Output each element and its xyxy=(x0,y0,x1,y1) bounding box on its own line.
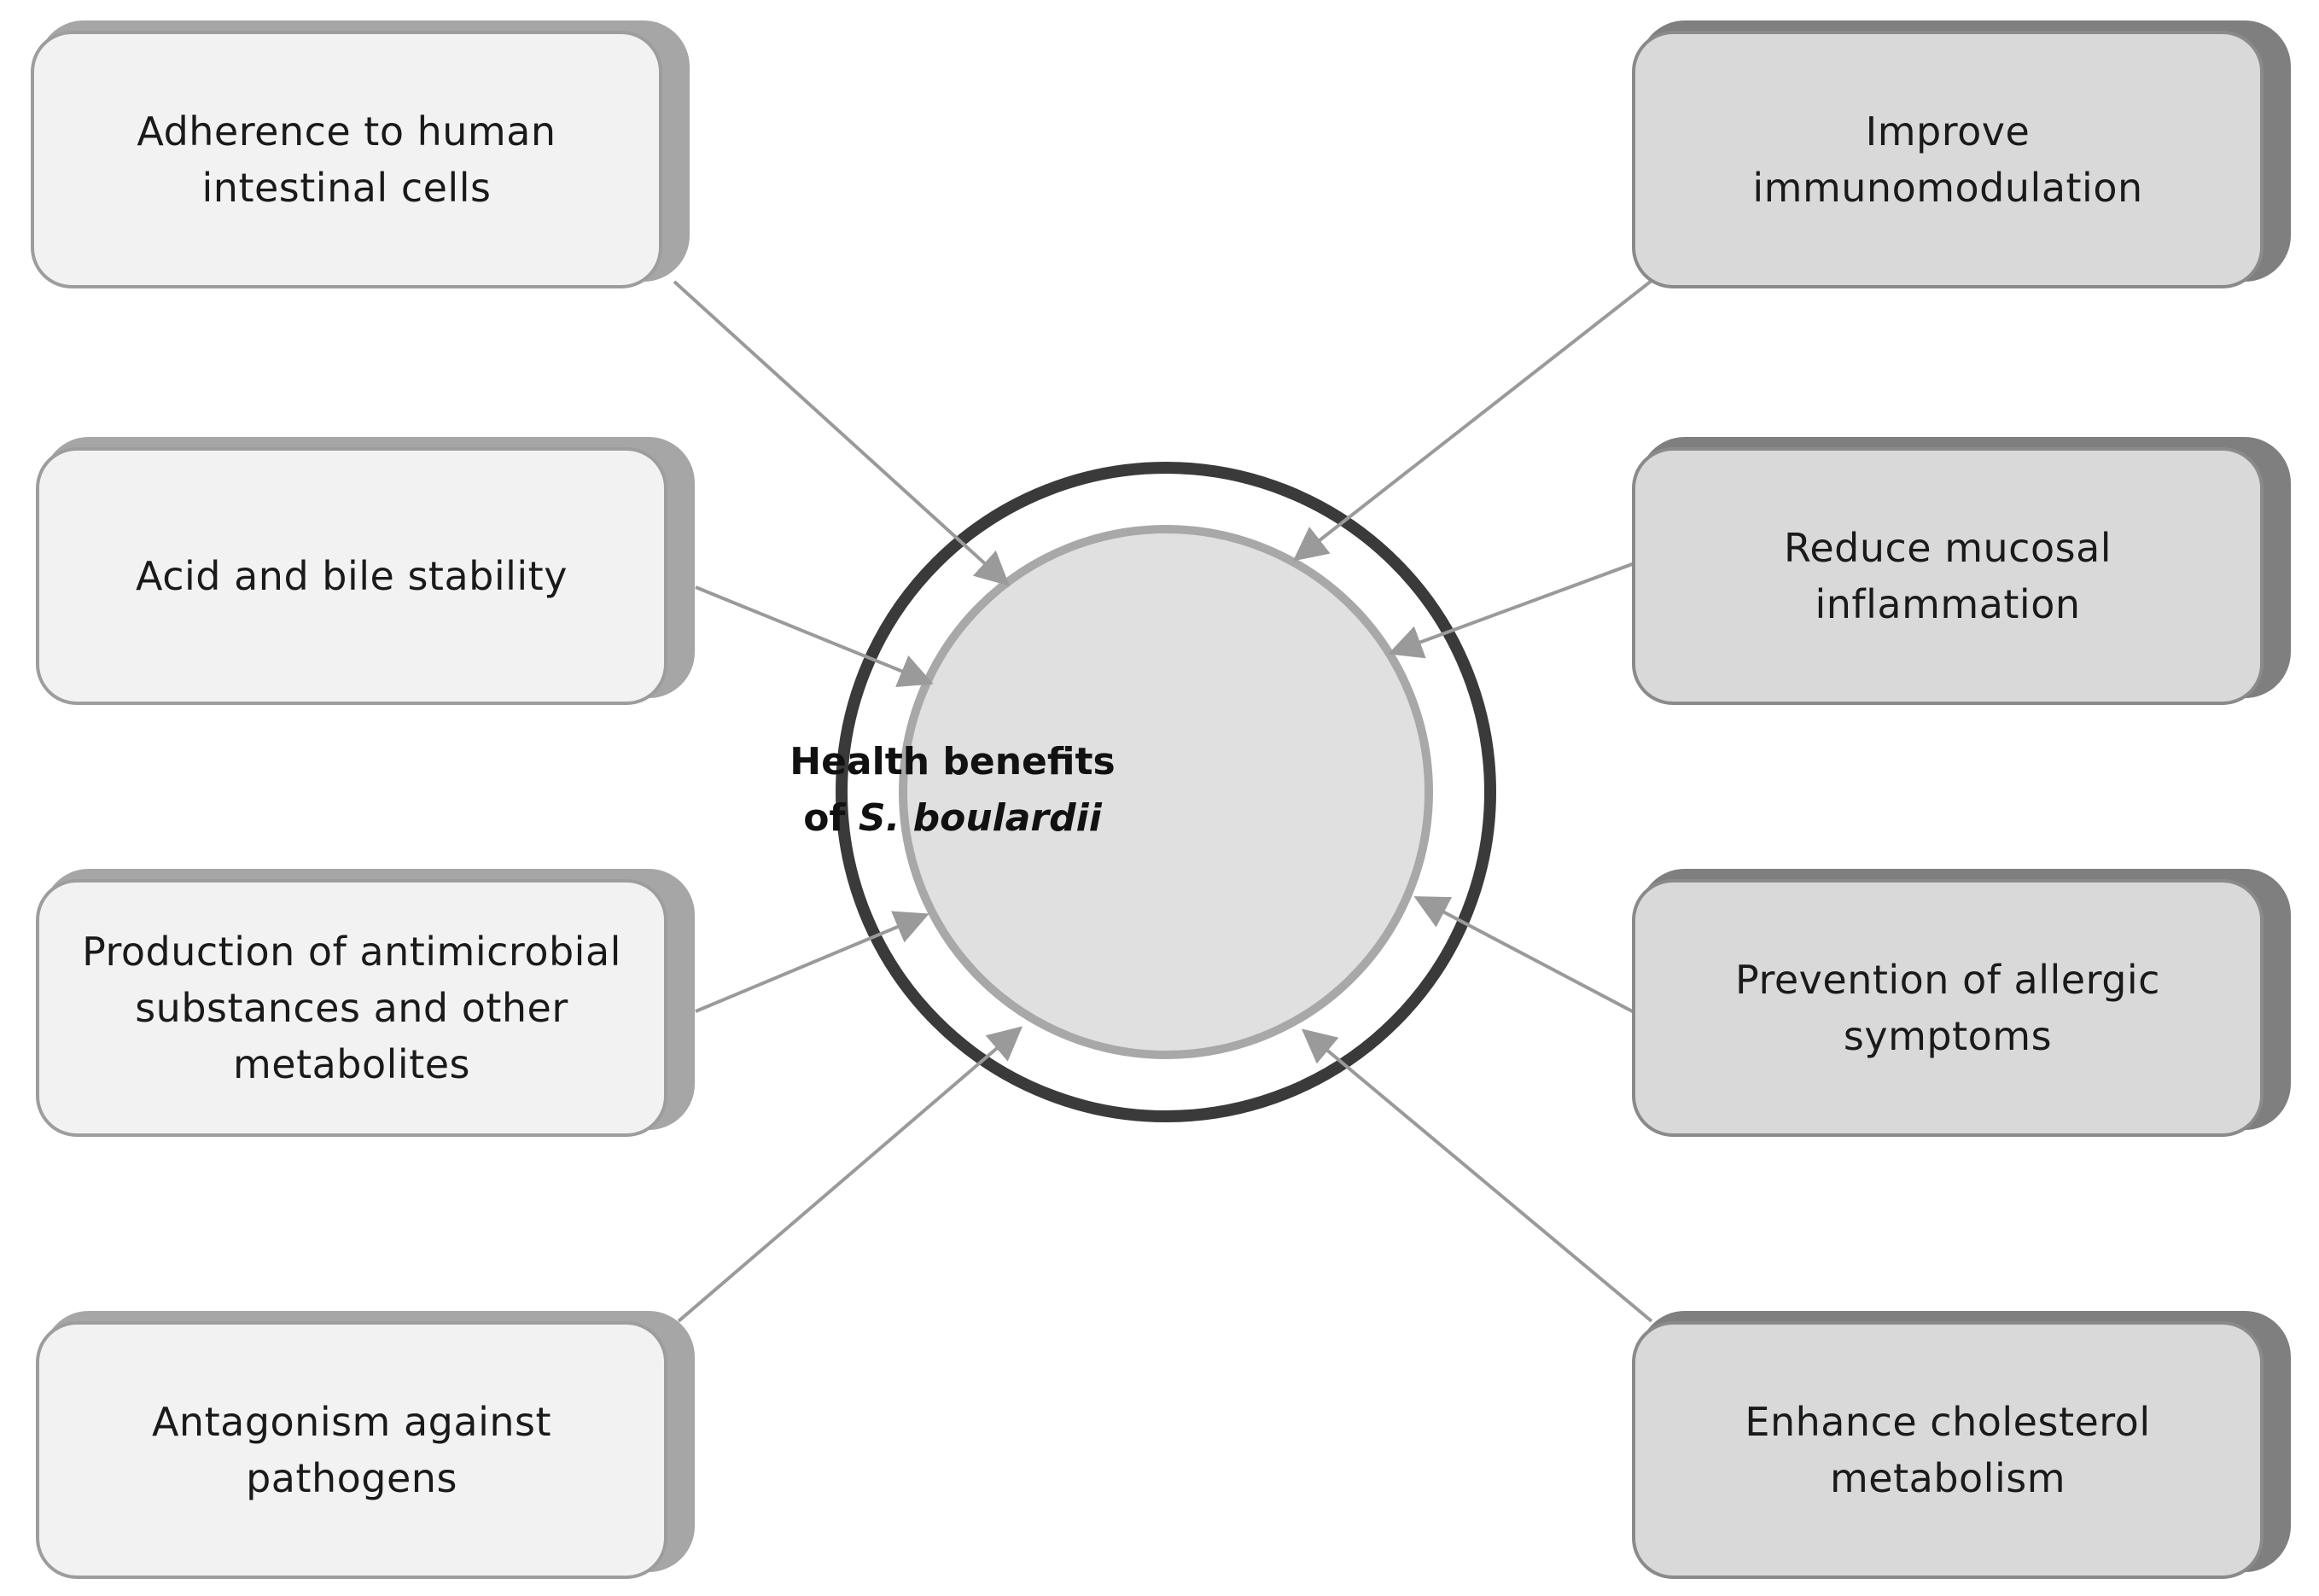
arrow-antimicrobial xyxy=(695,911,929,1013)
center-title-line2: of S. boulardii xyxy=(739,790,1166,847)
arrow-allergic xyxy=(1413,896,1641,1017)
right-box-cholesterol: Enhance cholesterol metabolism xyxy=(1632,1311,2291,1579)
left-box-acid-bile: Acid and bile stability xyxy=(36,437,695,705)
right-box-immunomodulation: Improve immunomodulation xyxy=(1632,20,2291,288)
left-box-antagonism: Antagonism against pathogens xyxy=(36,1311,695,1579)
box-label: Enhance cholesterol metabolism xyxy=(1745,1399,2151,1501)
inner-circle xyxy=(899,525,1433,1059)
center-title: Health benefits of S. boulardii xyxy=(739,734,1166,847)
center-title-prefix: of xyxy=(803,796,859,840)
arrow-cholesterol xyxy=(1301,1028,1653,1323)
box-label: Production of antimicrobial substances a… xyxy=(82,929,621,1087)
right-box-mucosal: Reduce mucosal inflammation xyxy=(1632,437,2291,705)
arrow-immunomodulation xyxy=(1292,276,1658,562)
left-box-antimicrobial: Production of antimicrobial substances a… xyxy=(36,869,695,1137)
left-box-adherence: Adherence to human intestinal cells xyxy=(31,20,690,288)
arrow-adherence xyxy=(673,280,1010,586)
box-label: Prevention of allergic symptoms xyxy=(1735,957,2160,1059)
arrow-antagonism xyxy=(677,1026,1023,1323)
box-label: Improve immunomodulation xyxy=(1752,108,2143,211)
box-label: Acid and bile stability xyxy=(136,553,568,599)
center-title-line1: Health benefits xyxy=(790,740,1116,783)
box-label: Reduce mucosal inflammation xyxy=(1783,525,2112,627)
box-label: Antagonism against pathogens xyxy=(151,1399,552,1501)
right-box-allergic: Prevention of allergic symptoms xyxy=(1632,869,2291,1137)
arrow-mucosal xyxy=(1388,562,1635,659)
arrow-acid-bile xyxy=(695,585,934,687)
organism-name: S. boulardii xyxy=(858,796,1102,840)
box-label: Adherence to human intestinal cells xyxy=(137,108,556,211)
